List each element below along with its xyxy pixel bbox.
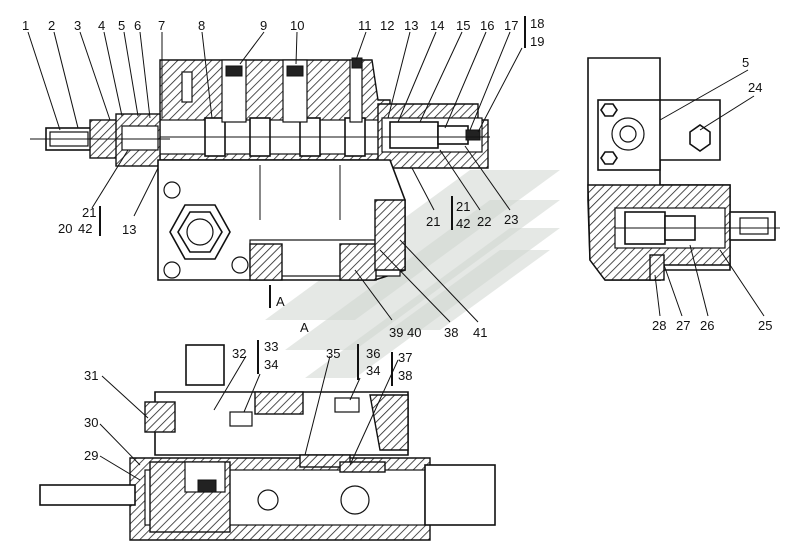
- callout-6: 6: [134, 18, 141, 33]
- callout-16: 16: [480, 18, 494, 33]
- callout-12: 12: [380, 18, 394, 33]
- main-section-view: A: [30, 57, 490, 309]
- callout-25: 25: [758, 318, 772, 333]
- callout-27: 27: [676, 318, 690, 333]
- callout-5: 5: [118, 18, 125, 33]
- callout-31: 31: [84, 368, 98, 383]
- callout-17: 17: [504, 18, 518, 33]
- callout-21-left: 21: [82, 205, 96, 220]
- callout-5-right: 5: [742, 55, 749, 70]
- watermark-emblem: [265, 170, 560, 378]
- callout-34-right: 34: [366, 363, 380, 378]
- callout-8: 8: [198, 18, 205, 33]
- callout-20: 20: [58, 221, 72, 236]
- callout-10: 10: [290, 18, 304, 33]
- callout-9: 9: [260, 18, 267, 33]
- callout-3: 3: [74, 18, 81, 33]
- callout-39: 39: [389, 325, 403, 340]
- callout-28: 28: [652, 318, 666, 333]
- view-label-a: A: [300, 320, 309, 335]
- callout-23: 23: [504, 212, 518, 227]
- view-a: A: [39, 320, 496, 541]
- leader-lines: [27, 16, 765, 481]
- callout-38: 38: [444, 325, 458, 340]
- callout-21-right: 21: [456, 199, 470, 214]
- callout-35: 35: [326, 346, 340, 361]
- callout-13-top: 13: [404, 18, 418, 33]
- callout-1: 1: [22, 18, 29, 33]
- callout-26: 26: [700, 318, 714, 333]
- callout-42-left: 42: [78, 221, 92, 236]
- section-label-a: A: [276, 294, 285, 309]
- callout-15: 15: [456, 18, 470, 33]
- callout-7: 7: [158, 18, 165, 33]
- callout-41: 41: [473, 325, 487, 340]
- callout-4: 4: [98, 18, 105, 33]
- callout-30: 30: [84, 415, 98, 430]
- callout-38-bottom: 38: [398, 368, 412, 383]
- callout-18: 18: [530, 16, 544, 31]
- callout-22: 22: [477, 214, 491, 229]
- callout-2: 2: [48, 18, 55, 33]
- callout-33: 33: [264, 339, 278, 354]
- callout-21-mid: 21: [426, 214, 440, 229]
- callout-42-right: 42: [456, 216, 470, 231]
- callout-19: 19: [530, 34, 544, 49]
- callout-40: 40: [407, 325, 421, 340]
- callout-13-left: 13: [122, 222, 136, 237]
- callout-numbers: 1 2 3 4 5 6 7 8 9 10 11 12 13 14 15 16 1…: [22, 16, 772, 463]
- callout-37: 37: [398, 350, 412, 365]
- callout-36: 36: [366, 346, 380, 361]
- callout-11: 11: [358, 18, 372, 33]
- side-view: [587, 57, 780, 281]
- callout-32: 32: [232, 346, 246, 361]
- callout-34-left: 34: [264, 357, 278, 372]
- callout-14: 14: [430, 18, 444, 33]
- callout-24: 24: [748, 80, 762, 95]
- callout-29: 29: [84, 448, 98, 463]
